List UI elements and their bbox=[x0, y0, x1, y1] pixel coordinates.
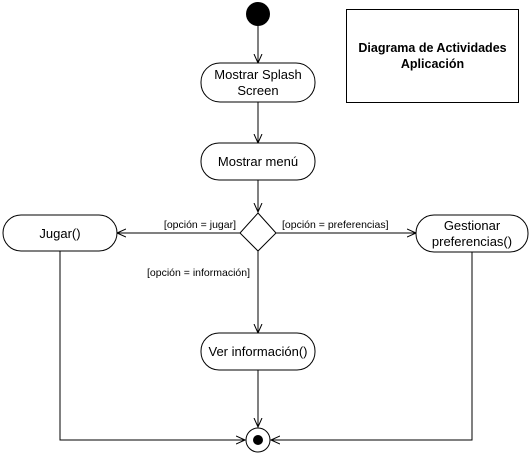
diagram-title: Diagrama de Actividades bbox=[358, 41, 507, 55]
activity-gestionar-preferencias: Gestionar preferencias() bbox=[415, 214, 529, 253]
activity-label: preferencias() bbox=[432, 234, 512, 249]
diagram-title-box: Diagrama de Actividades Aplicación bbox=[346, 9, 519, 103]
guard-informacion: [opción = información] bbox=[147, 267, 250, 279]
activity-ver-informacion: Ver información() bbox=[200, 332, 316, 371]
activity-label: Gestionar bbox=[444, 218, 501, 233]
edge-preferencias-to-end bbox=[271, 251, 473, 440]
activity-label: Jugar() bbox=[39, 226, 80, 241]
activity-label: Mostrar menú bbox=[218, 154, 298, 169]
activity-mostrar-menu: Mostrar menú bbox=[200, 142, 316, 181]
decision-node bbox=[239, 212, 277, 252]
activity-label: Screen bbox=[237, 83, 278, 98]
activity-label: Ver información() bbox=[209, 344, 308, 359]
edge-jugar-to-end bbox=[59, 251, 245, 440]
activity-mostrar-splash: Mostrar Splash Screen bbox=[200, 62, 316, 103]
initial-node bbox=[246, 2, 270, 26]
guard-jugar: [opción = jugar] bbox=[164, 219, 236, 231]
activity-label: Mostrar Splash bbox=[214, 67, 301, 82]
activity-jugar: Jugar() bbox=[2, 214, 118, 252]
final-node bbox=[245, 427, 271, 453]
diagram-subtitle: Aplicación bbox=[400, 57, 465, 71]
guard-preferencias: [opción = preferencias] bbox=[282, 219, 389, 231]
